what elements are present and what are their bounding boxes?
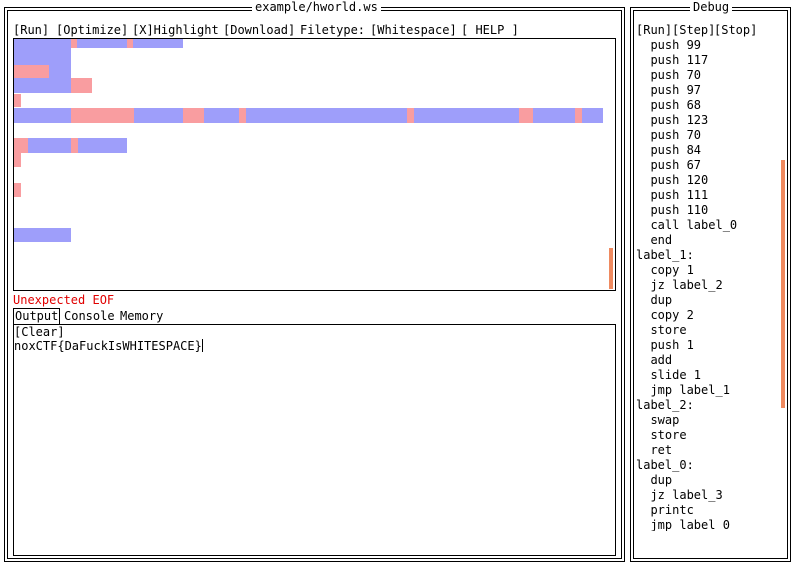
debug-line: copy 2 <box>636 308 694 322</box>
ws-tab-band <box>71 39 77 48</box>
ws-space-band <box>133 39 183 48</box>
ws-space-band <box>582 108 603 123</box>
ws-space-band <box>246 108 407 123</box>
ws-space-band <box>204 108 239 123</box>
ws-space-band <box>134 108 183 123</box>
tab-console[interactable]: Console <box>64 309 115 323</box>
debug-listing: push 99 push 117 push 70 push 97 push 68… <box>634 38 780 531</box>
debug-line: jmp label_1 <box>636 383 730 397</box>
optimize-button[interactable]: [Optimize] <box>56 23 129 37</box>
filetype-select[interactable]: [Whitespace] <box>370 23 457 37</box>
ws-space-band <box>14 39 71 65</box>
debug-line: jmp label_0 <box>636 518 730 531</box>
run-button[interactable]: [Run] <box>13 23 50 37</box>
debug-line: dup <box>636 293 673 307</box>
filetype-label: Filetype: <box>300 23 366 37</box>
ws-tab-band <box>14 94 21 107</box>
debug-line: dup <box>636 473 673 487</box>
debug-line: push 123 <box>636 113 709 127</box>
code-editor[interactable] <box>13 38 616 291</box>
debug-line: jz label_2 <box>636 278 723 292</box>
debug-line: jz label_3 <box>636 488 723 502</box>
clear-button[interactable]: [Clear] <box>14 325 65 339</box>
debug-line: printc <box>636 503 694 517</box>
debug-line: push 99 <box>636 38 702 52</box>
debug-title: Debug <box>690 0 733 14</box>
tab-memory[interactable]: Memory <box>120 309 164 323</box>
debug-line: push 1 <box>636 338 694 352</box>
ws-tab-band <box>183 108 204 123</box>
ws-tab-band <box>239 108 246 123</box>
debug-line: push 68 <box>636 98 702 112</box>
debug-line: add <box>636 353 673 367</box>
ws-space-band <box>14 228 71 242</box>
ws-tab-band <box>71 138 78 153</box>
output-value: noxCTF{DaFuckIsWHITESPACE} <box>14 339 202 353</box>
debug-line: push 97 <box>636 83 702 97</box>
output-panel <box>13 324 616 556</box>
help-button[interactable]: [ HELP ] <box>461 23 519 37</box>
ws-tab-band <box>575 108 582 123</box>
debug-line: push 84 <box>636 143 702 157</box>
output-text: noxCTF{DaFuckIsWHITESPACE} <box>14 339 203 354</box>
ws-tab-band <box>127 39 133 48</box>
debug-stop-button[interactable]: [Stop] <box>714 23 758 37</box>
debug-line: push 70 <box>636 68 702 82</box>
debug-line: push 111 <box>636 188 709 202</box>
editor-scrollbar[interactable] <box>609 248 613 289</box>
ws-space-band <box>14 78 71 93</box>
ws-tab-band <box>14 183 21 197</box>
debug-step-button[interactable]: [Step] <box>672 23 716 37</box>
debug-scrollbar[interactable] <box>781 160 785 408</box>
text-cursor <box>201 339 203 352</box>
ws-tab-band <box>14 153 21 167</box>
debug-run-button[interactable]: [Run] <box>636 23 673 37</box>
ws-tab-band <box>71 78 92 93</box>
ws-tab-band <box>14 65 49 78</box>
debug-line: swap <box>636 413 680 427</box>
debug-line: label_0: <box>636 458 694 472</box>
debug-line: push 70 <box>636 128 702 142</box>
debug-line: copy 1 <box>636 263 694 277</box>
debug-line: slide 1 <box>636 368 702 382</box>
highlight-toggle[interactable]: [X]Highlight <box>132 23 219 37</box>
debug-line: store <box>636 428 687 442</box>
ws-space-band <box>78 138 127 153</box>
editor-title: example/hworld.ws <box>252 0 381 14</box>
debug-line: call label_0 <box>636 218 738 232</box>
ws-tab-band <box>407 108 414 123</box>
ws-space-band <box>28 138 71 153</box>
ws-space-band <box>414 108 519 123</box>
debug-line: label_1: <box>636 248 694 262</box>
debug-line: push 120 <box>636 173 709 187</box>
debug-line: end <box>636 233 673 247</box>
error-message: Unexpected EOF <box>13 293 115 307</box>
debug-line: label_2: <box>636 398 694 412</box>
debug-line: store <box>636 323 687 337</box>
ws-tab-band <box>71 108 134 123</box>
ws-space-band <box>77 39 127 48</box>
ws-space-band <box>533 108 575 123</box>
debug-line: push 110 <box>636 203 709 217</box>
ws-space-band <box>49 65 71 78</box>
debug-line: push 67 <box>636 158 702 172</box>
download-button[interactable]: [Download] <box>223 23 296 37</box>
ws-tab-band <box>14 138 28 153</box>
debug-line: push 117 <box>636 53 709 67</box>
ws-space-band <box>14 108 71 123</box>
ws-tab-band <box>519 108 533 123</box>
debug-line: ret <box>636 443 673 457</box>
tab-output[interactable]: Output <box>13 308 61 324</box>
